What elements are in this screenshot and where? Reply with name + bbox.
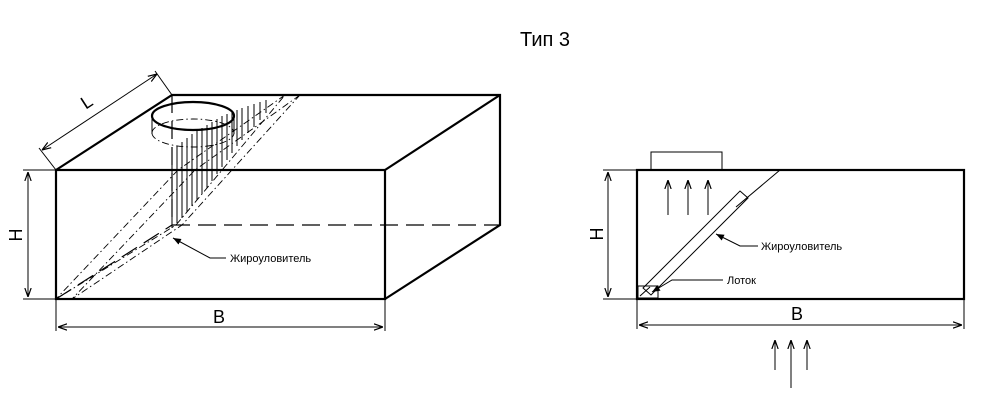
- iso-dimension-b-label: B: [213, 307, 225, 327]
- iso-grease-filter: [55, 94, 301, 300]
- side-view: Жироуловитель Лоток H B: [587, 151, 966, 388]
- side-airflow-up-arrows: [668, 180, 708, 215]
- iso-filter-leader: [172, 237, 226, 259]
- iso-box-outline: [54, 93, 502, 301]
- side-dimension-h: H: [587, 169, 637, 300]
- side-dimension-b-label: B: [791, 304, 803, 324]
- side-tray-leader: [651, 279, 723, 293]
- iso-dimension-b: B: [55, 299, 386, 331]
- iso-filter-label: Жироуловитель: [230, 253, 311, 265]
- side-filter-label: Жироуловитель: [761, 241, 842, 253]
- side-dimension-b: B: [636, 299, 965, 329]
- iso-dimension-l-label: L: [77, 91, 96, 113]
- side-dimension-h-label: H: [587, 228, 607, 241]
- side-airflow-bottom-arrows: [775, 340, 807, 388]
- side-exhaust-collar: [650, 151, 723, 170]
- iso-dimension-h: H: [6, 169, 56, 300]
- side-hood-outline: [635, 168, 966, 301]
- side-grease-filter: [642, 190, 749, 296]
- iso-dimension-h-label: H: [6, 229, 26, 242]
- side-tray: [637, 285, 659, 299]
- side-filter-leader: [715, 233, 758, 247]
- side-hood-inner-line: [735, 169, 781, 208]
- side-tray-label: Лоток: [727, 275, 756, 287]
- iso-view: Жироуловитель L H B: [6, 70, 502, 331]
- drawing-title: Тип 3: [520, 29, 570, 51]
